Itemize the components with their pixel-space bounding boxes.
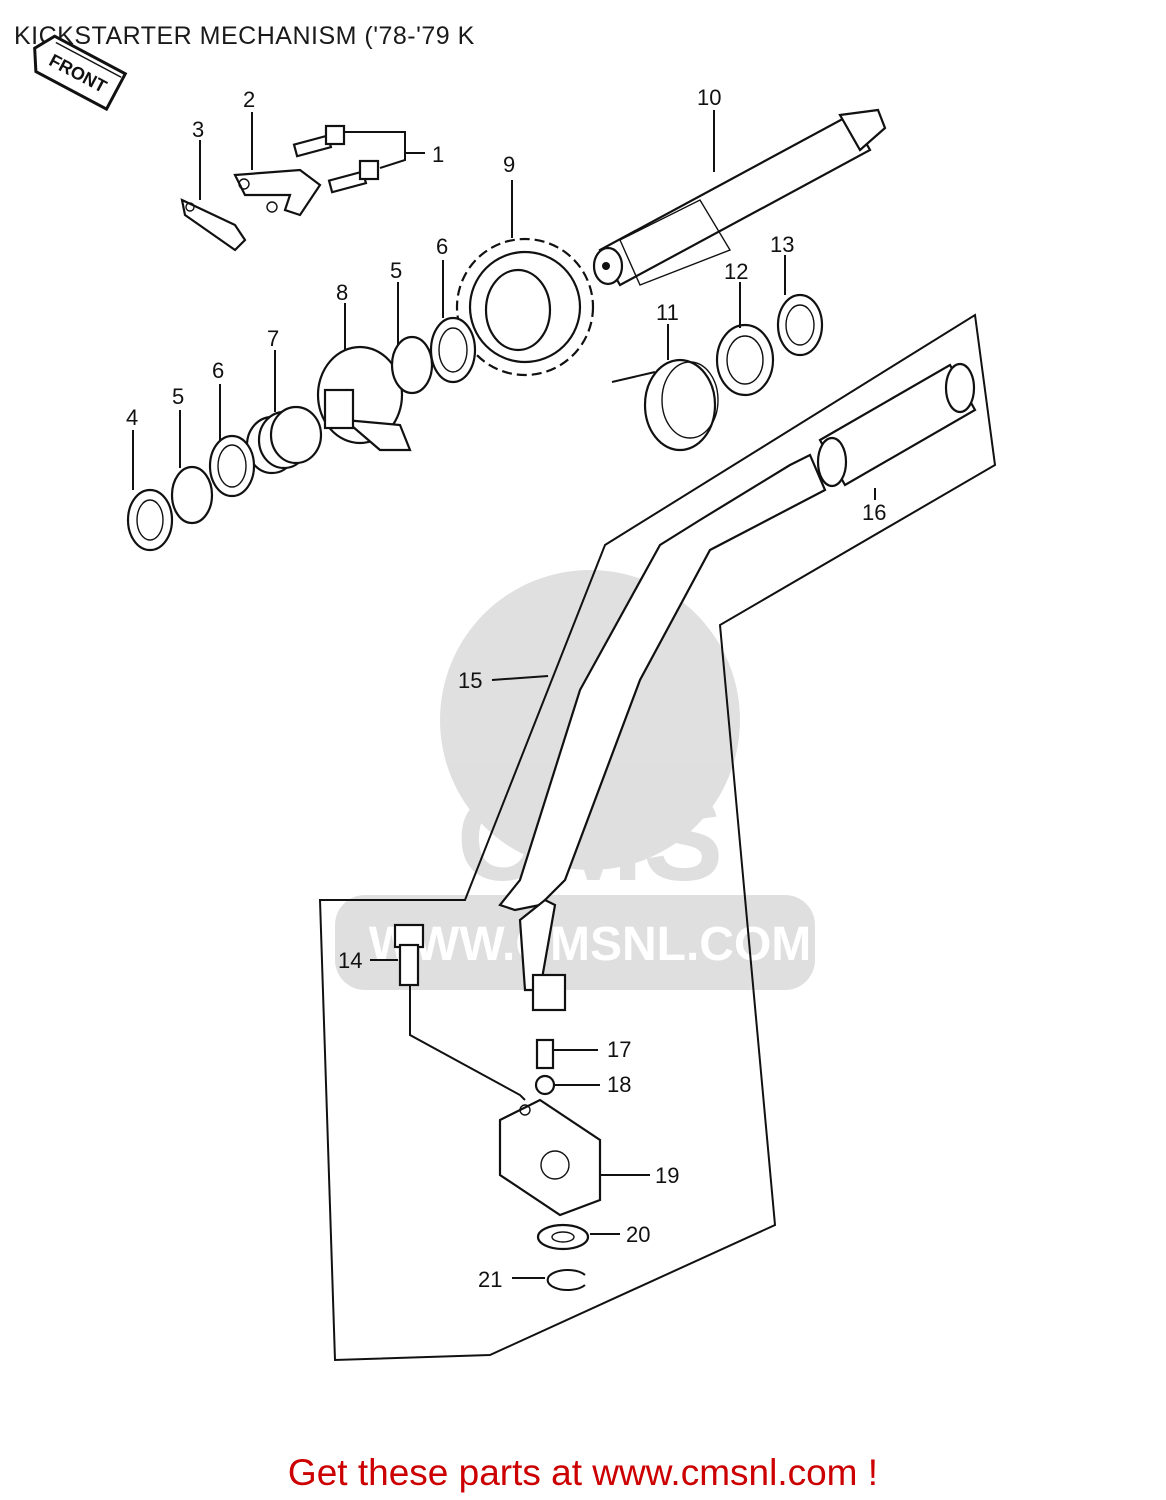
callout-10: 10 [697,85,721,110]
bolt-part-14 [370,923,526,1101]
clip-part-21 [512,1269,586,1291]
callout-12: 12 [724,259,748,284]
get-parts-link[interactable]: Get these parts at www.cmsnl.com ! [287,1452,879,1493]
callout-6a: 6 [212,358,224,383]
gear-part-9 [455,180,595,377]
callout-16: 16 [862,500,886,525]
callout-1: 1 [432,142,444,167]
plate-part-3 [180,140,247,252]
callout-8: 8 [336,280,348,305]
spring-part-7 [245,350,323,475]
ratchet-part-8 [316,303,412,452]
spring-part-11 [611,324,719,452]
washer-part-4 [126,430,174,552]
callout-5a: 5 [172,384,184,409]
callout-3: 3 [192,117,204,142]
callout-7: 7 [267,326,279,351]
callout-11: 11 [656,300,679,325]
callout-6b: 6 [436,234,448,259]
footer-link-container: Get these parts at www.cmsnl.com ! [0,1452,1166,1494]
callout-5b: 5 [390,258,402,283]
callout-19: 19 [655,1163,679,1188]
callout-14: 14 [338,948,362,973]
callout-2: 2 [243,87,255,112]
washer-part-13 [776,255,824,357]
washer-part-6a [208,384,256,498]
shaft-part-10 [592,108,887,287]
circlip-part-5a [170,410,214,525]
callout-labels: 1 2 3 4 5 5 6 6 7 8 9 10 11 12 13 14 15 … [126,85,886,1292]
arm-part-2 [233,112,322,217]
callout-4: 4 [126,405,138,430]
grip-part-16 [816,362,977,500]
washer-part-6b [429,260,477,384]
block-part-19 [498,1098,650,1217]
kick-lever-part-15 [491,453,827,1012]
callout-17: 17 [607,1037,631,1062]
washer-part-20 [536,1223,620,1251]
callout-15: 15 [458,668,482,693]
bolt-parts-1 [292,124,425,194]
watermark-url: WWW.CMSNL.COM [369,918,812,971]
callout-9: 9 [503,152,515,177]
circlip-part-5b [390,282,434,395]
callout-20: 20 [626,1222,650,1247]
front-arrow-icon: FRONT [33,34,128,112]
guide-part-12 [715,282,775,397]
assembly-outline [318,313,997,1362]
spring-part-17 [535,1038,598,1070]
diagram-title: KICKSTARTER MECHANISM ('78-'79 K [14,22,475,50]
callout-13: 13 [770,232,794,257]
ball-part-18 [534,1074,600,1096]
callout-18: 18 [607,1072,631,1097]
callout-21: 21 [478,1267,502,1292]
